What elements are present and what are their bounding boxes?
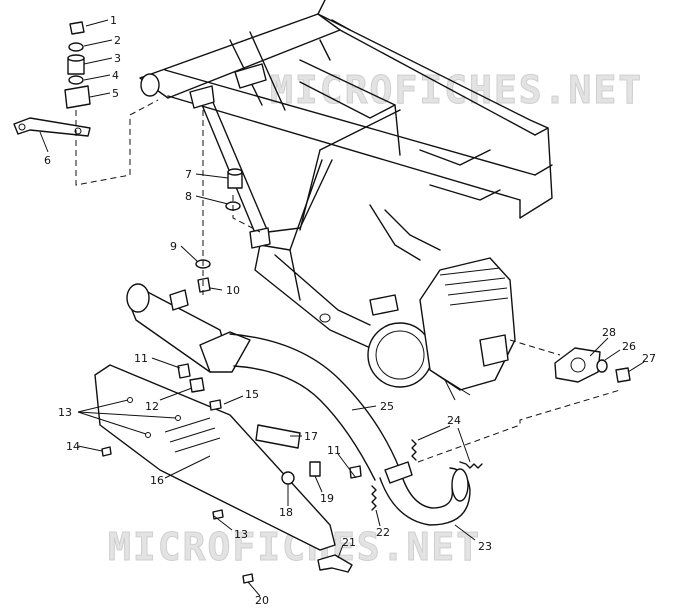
mount-hardware [13, 21, 159, 186]
callout-2: 2 [114, 34, 121, 47]
callout-13: 13 [58, 406, 72, 419]
callout-25: 25 [380, 400, 394, 413]
mid-hardware [101, 110, 362, 584]
callout-5: 5 [112, 87, 119, 100]
callout-26: 26 [622, 340, 636, 353]
callout-28: 28 [602, 326, 616, 339]
callout-15: 15 [245, 388, 259, 401]
callout-11: 11 [134, 352, 148, 365]
callout-24: 24 [447, 414, 461, 427]
springs-and-flange [371, 339, 631, 511]
callout-6: 6 [44, 154, 51, 167]
callout-7: 7 [185, 168, 192, 181]
watermark-top: MICROFICHES.NET [270, 68, 643, 112]
callout-19: 19 [320, 492, 334, 505]
callout-22: 22 [376, 526, 390, 539]
callout-3: 3 [114, 52, 121, 65]
callout-18: 18 [279, 506, 293, 519]
callout-9: 9 [170, 240, 177, 253]
callout-10: 10 [226, 284, 240, 297]
callout-1: 1 [110, 14, 117, 27]
callout-4: 4 [112, 69, 119, 82]
callout-20: 20 [255, 594, 269, 607]
callout-12: 12 [145, 400, 159, 413]
callout-16: 16 [150, 474, 164, 487]
callout-labels: 1 2 3 4 5 6 7 8 9 10 11 12 13 14 15 16 1… [44, 14, 656, 607]
callout-14: 14 [66, 440, 80, 453]
leader-lines [39, 19, 645, 597]
callout-23: 23 [478, 540, 492, 553]
frame [139, 0, 553, 351]
engine [367, 257, 516, 401]
callout-13-lower: 13 [234, 528, 248, 541]
callout-8: 8 [185, 190, 192, 203]
callout-11-lower: 11 [327, 444, 341, 457]
callout-17: 17 [304, 430, 318, 443]
muffler-assembly [126, 283, 471, 526]
callout-27: 27 [642, 352, 656, 365]
callout-21: 21 [342, 536, 356, 549]
heat-shield [94, 364, 336, 551]
